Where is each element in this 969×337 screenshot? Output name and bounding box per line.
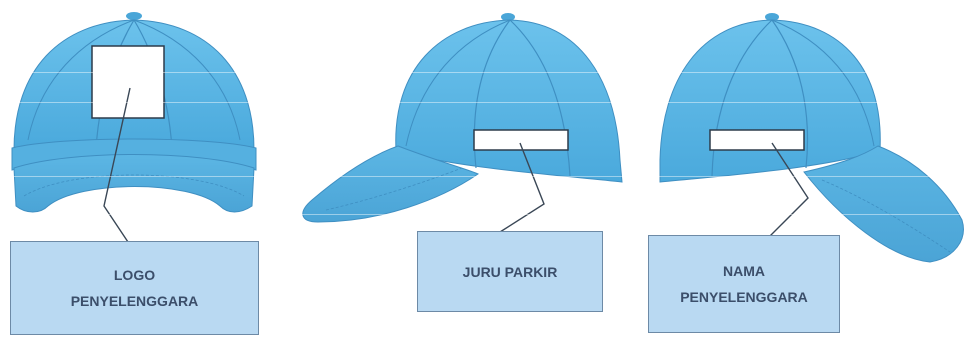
back-cap-crown xyxy=(660,20,880,182)
side-label-box: JURU PARKIR xyxy=(417,231,603,312)
scan-artifact xyxy=(0,214,969,215)
back-label-line-2: PENYELENGGARA xyxy=(680,284,808,310)
back-label-box: NAMA PENYELENGGARA xyxy=(648,235,840,333)
front-cap-brim xyxy=(14,155,254,213)
back-name-patch xyxy=(710,130,804,150)
front-label-line-1: LOGO xyxy=(114,262,155,288)
front-cap xyxy=(12,12,256,242)
side-label-line-1: JURU PARKIR xyxy=(463,259,558,285)
front-logo-patch xyxy=(92,46,164,118)
scan-artifact xyxy=(0,72,969,73)
scan-artifact xyxy=(0,176,969,177)
front-label-box: LOGO PENYELENGGARA xyxy=(10,241,259,335)
side-cap xyxy=(303,13,622,232)
front-label-line-2: PENYELENGGARA xyxy=(71,288,199,314)
back-label-line-1: NAMA xyxy=(723,258,765,284)
front-cap-button xyxy=(126,12,142,20)
back-cap xyxy=(660,13,963,262)
scan-artifact xyxy=(0,102,969,103)
